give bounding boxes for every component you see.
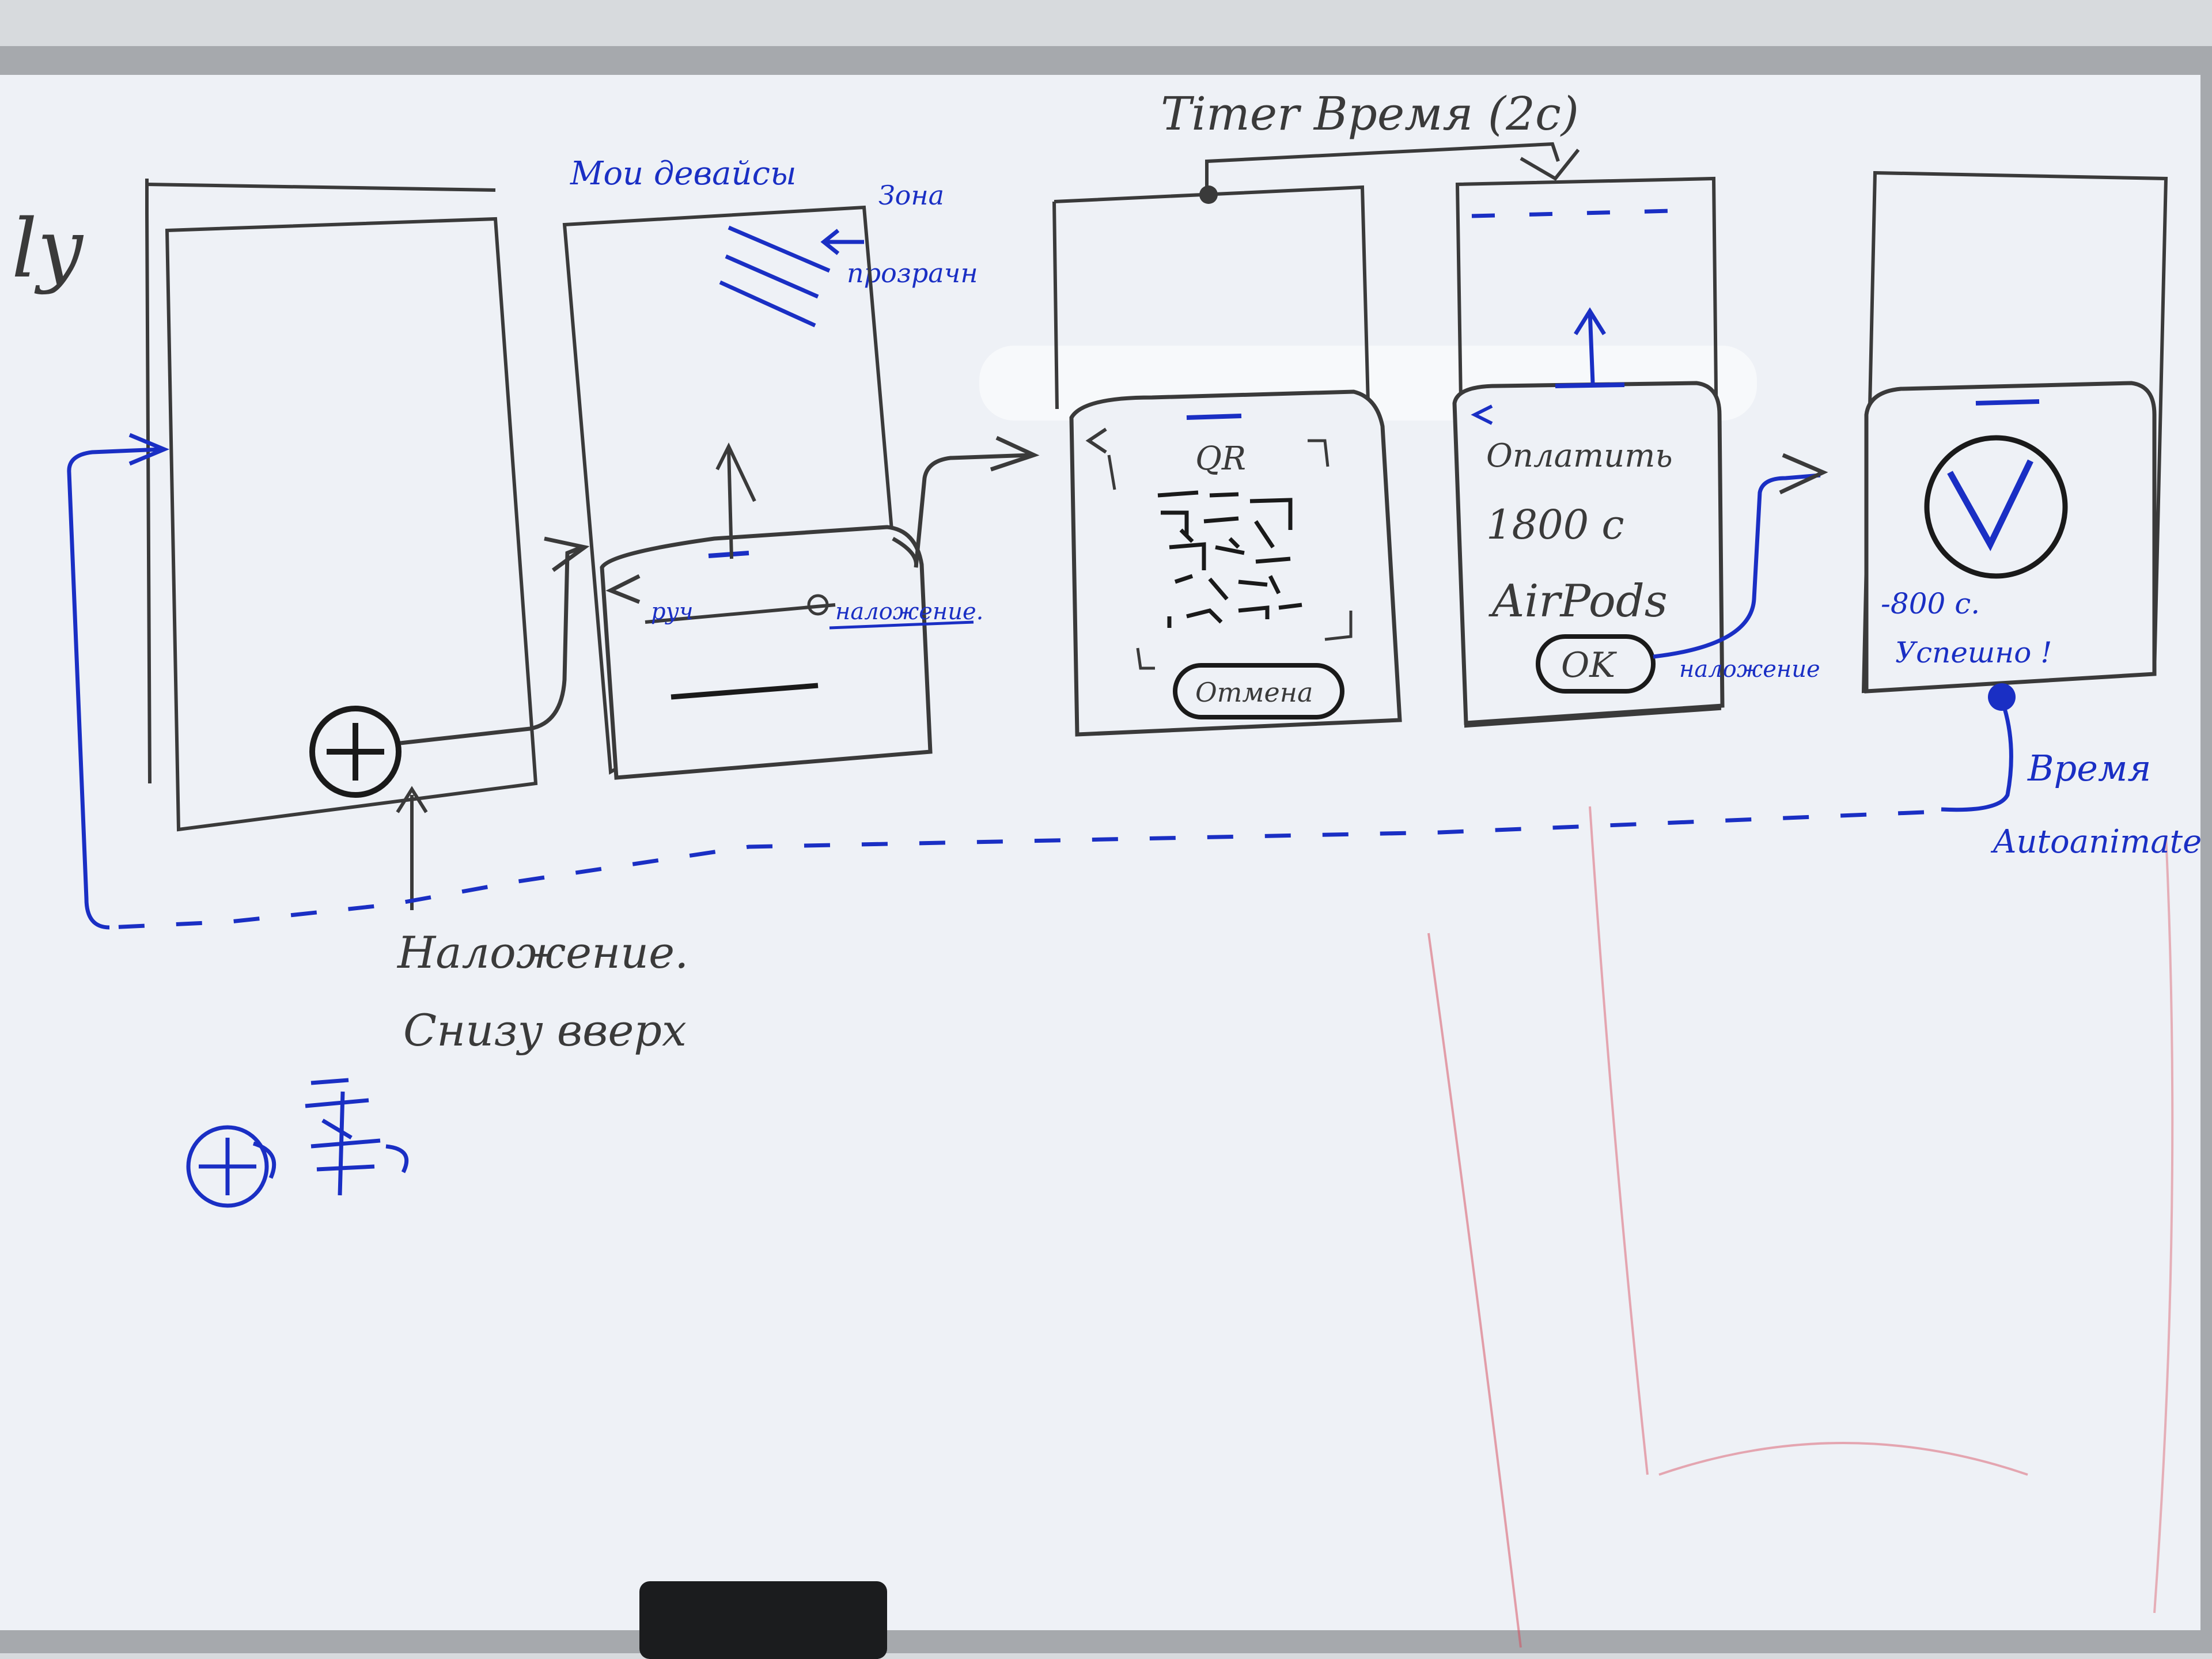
- sheet-right-underline: [829, 620, 974, 630]
- qr-corner-tr: [1308, 439, 1330, 467]
- loop-back-left-line: [67, 447, 162, 930]
- pay-title: Оплатить: [1486, 437, 1673, 475]
- screen-1-home: [145, 179, 538, 832]
- check-circle-icon: [1924, 435, 2068, 579]
- ok-button[interactable]: [1536, 634, 1656, 694]
- red-smudge-4: [2153, 835, 2174, 1613]
- qr-corner-bl: [1136, 647, 1155, 670]
- ok-note: наложение: [1679, 656, 1820, 683]
- blur-lines-icon: [719, 225, 864, 328]
- loop-back-arrow-head: [128, 433, 170, 466]
- qr-corner-tl: [1107, 454, 1116, 490]
- timer-connector: [1205, 142, 1560, 193]
- sheet-handle: [708, 551, 749, 558]
- connector-screen-4-to-5: [1653, 473, 1821, 659]
- sheet-bar: [671, 683, 819, 700]
- loop-back-dashed-line: [109, 810, 1925, 930]
- pay-sheet-overlay: [1452, 381, 1725, 725]
- blur-zone-note-1: Зона: [878, 180, 944, 211]
- connector-plus-to-screen-2: [400, 545, 583, 745]
- whiteboard-surface: [0, 75, 2200, 1630]
- red-smudge-2: [1589, 806, 1649, 1475]
- arrow-up-pay: [1574, 307, 1606, 384]
- sheet-dot: [807, 594, 829, 616]
- cancel-button-label: Отмена: [1195, 677, 1313, 708]
- ok-button-label: OK: [1561, 645, 1617, 685]
- screen-3-qr: [1052, 185, 1370, 410]
- arrow-up-to-plus: [396, 786, 428, 910]
- pay-price: 1800 с: [1486, 501, 1624, 548]
- qr-title: QR: [1195, 440, 1246, 478]
- plus-variant-doodle-icon: [305, 1078, 409, 1196]
- arrow-head-to-screen-5: [1779, 453, 1828, 495]
- qr-sheet-overlay: [1069, 389, 1402, 737]
- qr-back-chevron: [1085, 427, 1107, 454]
- success-timer-dot: [1988, 683, 2016, 711]
- sheet-left-label: руч: [651, 599, 694, 625]
- screen-1-frame: [165, 217, 538, 832]
- arrow-up-sheet: [715, 442, 756, 559]
- overlay-note-2: Снизу вверх: [403, 1005, 687, 1056]
- time-note-2: Autoanimate: [1990, 823, 2202, 861]
- screen-3-frame: [1054, 185, 1370, 404]
- success-amount: -800 с.: [1881, 587, 1980, 620]
- top-dashed-line: [1471, 208, 1694, 218]
- connector-screen-2-to-3: [892, 453, 1032, 568]
- timer-arrow-head: [1520, 149, 1580, 181]
- pay-product: AirPods: [1488, 575, 1668, 627]
- pay-sheet-handle: [1555, 382, 1625, 388]
- arrow-head-to-screen-2: [544, 536, 590, 572]
- qr-code-icon: [1157, 490, 1302, 628]
- pay-back-chevron: [1471, 404, 1493, 425]
- my-devices-title: Мои девайсы: [570, 155, 797, 192]
- sheet-right-label: наложение.: [835, 599, 983, 625]
- eraser: [639, 1581, 887, 1659]
- time-note-1: Время: [2027, 747, 2151, 789]
- qr-sheet-handle: [1186, 414, 1242, 420]
- success-sheet-handle: [1975, 399, 2040, 406]
- success-timer-connector: [1941, 708, 2013, 812]
- cancel-button[interactable]: [1173, 663, 1344, 719]
- plus-circle-icon: [309, 706, 402, 798]
- plus-doodle-icon: [186, 1125, 276, 1208]
- red-smudge-3: [1658, 1442, 2028, 1476]
- timer-title: Timer Время (2с): [1161, 87, 1579, 141]
- sheet-divider: [645, 603, 836, 624]
- success-sheet-overlay: [1864, 381, 2157, 694]
- blur-zone-note-2: прозрачн: [847, 257, 978, 289]
- bottom-sheet-overlay: [600, 525, 933, 780]
- sheet-back-chevron: [605, 574, 641, 604]
- edge-fragment-text: ly: [12, 202, 84, 296]
- qr-corner-br: [1324, 611, 1353, 641]
- arrow-head-to-screen-3: [990, 435, 1040, 472]
- red-smudge-1: [1427, 933, 1522, 1648]
- success-text: Успешно !: [1895, 636, 2052, 669]
- overlay-note-1: Наложение.: [396, 927, 688, 978]
